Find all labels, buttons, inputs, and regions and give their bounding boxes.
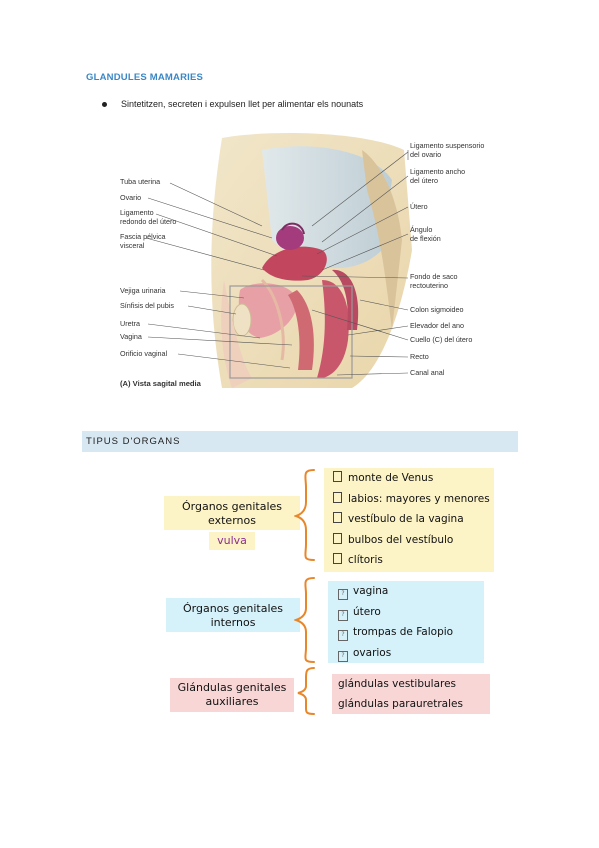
list-item: ?vagina	[338, 581, 484, 602]
category-auxiliares: Glándulas genitales auxiliares	[170, 678, 294, 712]
bullet-text: Sintetitzen, secreten i expulsen llet pe…	[121, 99, 364, 109]
bullet-icon	[102, 101, 107, 107]
label-fondo-saco: Fondo de saco rectouterino	[410, 272, 458, 290]
braces-graphic	[294, 469, 315, 715]
category-internos: Órganos genitales internos	[166, 598, 300, 632]
placeholder-glyph-icon: ?	[338, 589, 348, 600]
category-auxiliares-label: Glándulas genitales auxiliares	[177, 681, 287, 708]
list-auxiliares: glándulas vestibulares glándulas paraure…	[332, 674, 490, 714]
label-orificio-vaginal: Orificio vaginal	[120, 349, 168, 358]
checkbox-icon	[333, 491, 342, 503]
placeholder-glyph-icon: ?	[338, 609, 348, 621]
anatomy-illustration	[145, 133, 412, 388]
label-colon-sigmoideo: Colon sigmoideo	[410, 305, 464, 314]
section-heading-tipus: TIPUS D'ORGANS	[86, 436, 181, 447]
checkbox-icon	[333, 532, 342, 544]
placeholder-glyph-icon: ?	[338, 630, 348, 642]
list-item: glándulas vestibulares	[338, 678, 457, 690]
list-item: monte de Venus	[333, 468, 494, 489]
label-tuba-uterina: Tuba uterina	[120, 177, 161, 186]
placeholder-glyph-icon: ?	[338, 650, 348, 662]
brace-internos	[294, 577, 315, 663]
brace-auxiliares	[297, 667, 315, 715]
label-sinfisis-pubis: Sínfisis del pubis	[120, 301, 174, 310]
label-angulo-flexion: Ángulo de flexión	[410, 225, 441, 243]
anatomy-figure: Tuba uterina Ovario Ligamento redondo de…	[112, 130, 508, 398]
category-internos-label: Órganos genitales internos	[182, 602, 284, 629]
list-item: ?útero	[338, 602, 484, 623]
list-item: ?ovarios	[338, 643, 484, 664]
label-fascia-pelvica: Fascia pélvica visceral	[120, 232, 166, 250]
label-ovario: Ovario	[120, 193, 142, 202]
label-uretra: Uretra	[120, 319, 140, 328]
label-canal-anal: Canal anal	[410, 368, 445, 377]
figure-caption: (A) Vista sagital media	[120, 379, 201, 388]
label-ligamento-redondo: Ligamento redondo del útero	[120, 208, 177, 226]
label-utero: Útero	[410, 202, 428, 211]
vulva-badge: vulva	[209, 532, 255, 550]
bullet-item: Sintetitzen, secreten i expulsen llet pe…	[102, 99, 363, 109]
list-item: labios: mayores y menores	[333, 489, 494, 510]
list-externos: monte de Venus labios: mayores y menores…	[324, 468, 494, 572]
label-ligamento-suspensorio: Ligamento suspensorio del ovario	[410, 141, 485, 159]
category-externos-label: Órganos genitales externos	[181, 500, 283, 527]
list-item: bulbos del vestíbulo	[333, 530, 494, 551]
label-recto: Recto	[410, 352, 429, 361]
list-item: clítoris	[333, 550, 494, 571]
brace-externos	[294, 469, 315, 561]
label-ligamento-ancho: Ligamento ancho del útero	[410, 167, 466, 185]
checkbox-icon	[333, 471, 342, 482]
label-cuello-utero: Cuello (C) del útero	[410, 335, 473, 344]
list-item: glándulas parauretrales	[338, 698, 463, 710]
label-elevador-ano: Elevador del ano	[410, 321, 464, 330]
checkbox-icon	[333, 512, 342, 524]
list-item: vestíbulo de la vagina	[333, 509, 494, 530]
label-vejiga-urinaria: Vejiga urinaria	[120, 286, 166, 295]
list-internos: ?vagina ?útero ?trompas de Falopio ?ovar…	[328, 581, 484, 663]
list-item: ?trompas de Falopio	[338, 622, 484, 643]
section-heading-bar	[82, 431, 518, 452]
checkbox-icon	[333, 553, 342, 565]
section-heading-mamaries: GLANDULES MAMARIES	[86, 72, 204, 83]
category-externos: Órganos genitales externos	[164, 496, 300, 530]
label-vagina: Vagina	[120, 332, 142, 341]
